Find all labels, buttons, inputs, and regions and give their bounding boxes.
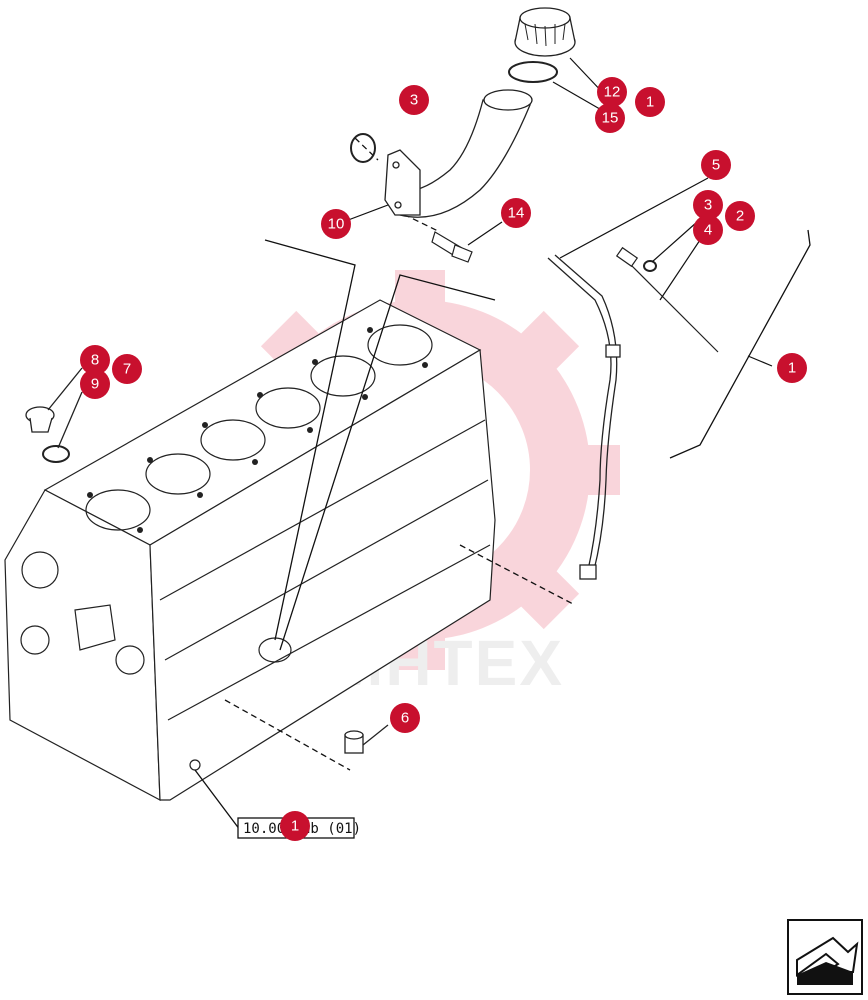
callout-badge xyxy=(321,209,351,239)
dowel-sleeve xyxy=(344,724,389,754)
dipstick-guide-tube xyxy=(547,254,621,580)
callout-c12[interactable]: 12 xyxy=(597,77,627,107)
callout-c7[interactable]: 7 xyxy=(112,354,142,384)
callout-number: 4 xyxy=(704,222,712,239)
callout-badge xyxy=(399,85,429,115)
engine-block xyxy=(4,299,496,802)
callout-badge xyxy=(777,353,807,383)
callout-c6[interactable]: 6 xyxy=(390,703,420,733)
callout-number: 8 xyxy=(91,352,99,369)
callout-number: 15 xyxy=(602,110,619,127)
callout-c1c[interactable]: 1 xyxy=(280,811,310,841)
callout-c9[interactable]: 9 xyxy=(80,369,110,399)
dipstick xyxy=(615,246,719,353)
callout-number: 14 xyxy=(508,205,525,222)
callout-c3b[interactable]: 3 xyxy=(693,190,723,220)
callout-badge xyxy=(80,345,110,375)
callout-badge xyxy=(693,215,723,245)
callout-number: 1 xyxy=(291,818,299,835)
callout-badge xyxy=(597,77,627,107)
callout-c1b[interactable]: 1 xyxy=(777,353,807,383)
callout-c1a[interactable]: 1 xyxy=(635,87,665,117)
callout-badge xyxy=(501,198,531,228)
callout-c10[interactable]: 10 xyxy=(321,209,351,239)
callout-c3a[interactable]: 3 xyxy=(399,85,429,115)
callout-number: 10 xyxy=(328,216,345,233)
callout-c14[interactable]: 14 xyxy=(501,198,531,228)
callout-number: 1 xyxy=(788,360,796,377)
callout-c2[interactable]: 2 xyxy=(725,201,755,231)
flange-bolt xyxy=(431,231,473,263)
oil-filler-tube xyxy=(384,89,533,218)
callout-c8[interactable]: 8 xyxy=(80,345,110,375)
callout-number: 2 xyxy=(736,208,744,225)
callout-number: 12 xyxy=(604,84,621,101)
callout-c15[interactable]: 15 xyxy=(595,103,625,133)
callout-badge xyxy=(693,190,723,220)
oil-filler-cap xyxy=(514,7,576,57)
callout-number: 7 xyxy=(123,361,131,378)
callout-number: 5 xyxy=(712,157,720,174)
leader-lines xyxy=(194,137,811,831)
cap-seal-ring xyxy=(508,61,558,83)
callout-badge xyxy=(112,354,142,384)
plug-assembly xyxy=(25,367,83,463)
callout-badge xyxy=(635,87,665,117)
callout-c4[interactable]: 4 xyxy=(693,215,723,245)
callout-badge xyxy=(80,369,110,399)
tube-gasket-ring xyxy=(350,133,376,163)
callout-c5[interactable]: 5 xyxy=(701,150,731,180)
callout-number: 9 xyxy=(91,376,99,393)
callout-badge xyxy=(390,703,420,733)
callout-badge xyxy=(701,150,731,180)
callout-number: 6 xyxy=(401,710,409,727)
callouts: 3 12 1 15 10 14 5 3 2 4 1 8 7 9 6 1 xyxy=(80,77,807,841)
callout-number: 3 xyxy=(704,197,712,214)
callout-badge xyxy=(280,811,310,841)
callout-number: 3 xyxy=(410,92,418,109)
callout-badge xyxy=(725,201,755,231)
callout-number: 1 xyxy=(646,94,654,111)
next-page-arrow-icon[interactable] xyxy=(787,919,863,995)
callout-badge xyxy=(595,103,625,133)
